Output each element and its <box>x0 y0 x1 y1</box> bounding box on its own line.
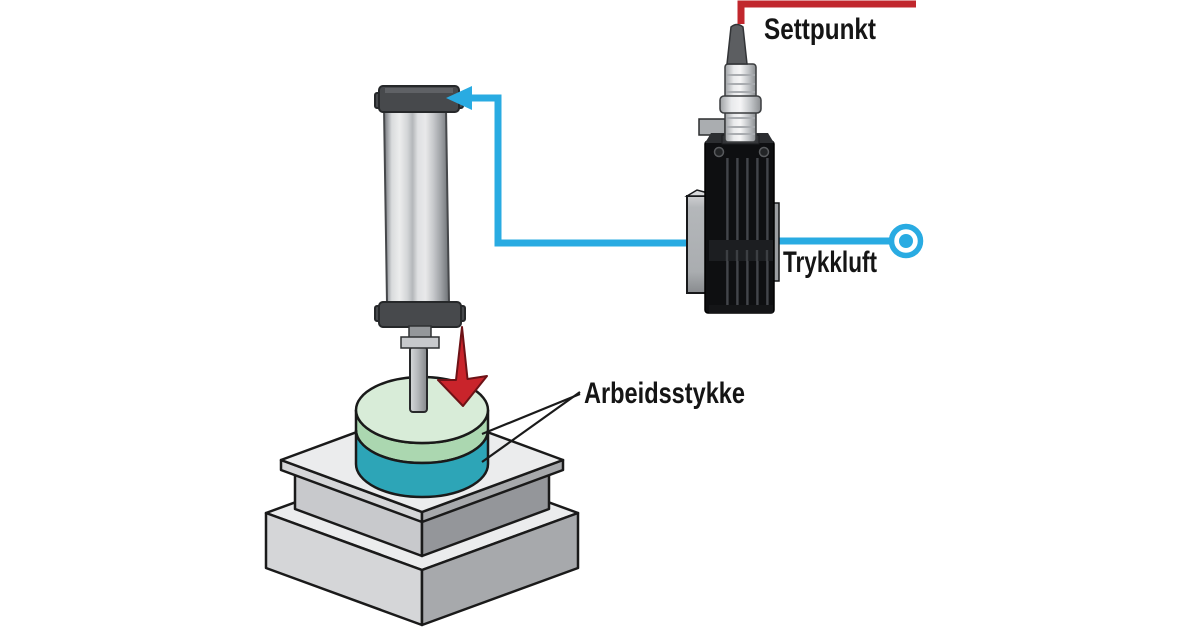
pressure-regulator <box>684 23 780 314</box>
connector-tip <box>726 23 748 65</box>
regulator-mid-band <box>709 240 773 261</box>
workpiece-leader-lines <box>481 391 581 463</box>
regulator-screw-left-icon <box>713 146 725 158</box>
rod-boss <box>408 325 432 339</box>
setpoint-label: Settpunkt <box>764 13 876 46</box>
setpoint-signal-line <box>737 0 916 24</box>
table-base-right-face <box>420 511 580 627</box>
compressed-air-label: Trykkluft <box>783 246 877 279</box>
connector-ribs <box>726 74 755 135</box>
workpiece-label: Arbeidsstykke <box>584 377 745 410</box>
regulator-top-bracket <box>698 118 726 136</box>
regulator-body <box>704 133 775 314</box>
piston-rod <box>409 346 428 413</box>
regulator-fins-lower <box>721 261 773 305</box>
air-line-arrowhead-icon <box>446 86 472 110</box>
regulator-fins-upper <box>721 158 773 240</box>
air-supply-port-icon <box>888 223 924 259</box>
pneumatic-cylinder <box>374 85 466 413</box>
air-line-to-cylinder <box>470 94 697 247</box>
connector-ring <box>719 95 762 114</box>
regulator-mid-band-ribs <box>725 250 769 261</box>
force-arrow <box>437 326 488 407</box>
regulator-cable-connector <box>719 23 762 145</box>
cylinder-bottom-cap <box>374 301 466 328</box>
regulator-foot <box>709 305 773 313</box>
rod-flange-nut <box>400 336 440 349</box>
workpiece-lower-disc-side <box>354 429 490 499</box>
compressed-air-line <box>446 86 891 247</box>
cylinder-barrel <box>382 107 451 304</box>
regulator-screw-right-icon <box>758 146 770 158</box>
